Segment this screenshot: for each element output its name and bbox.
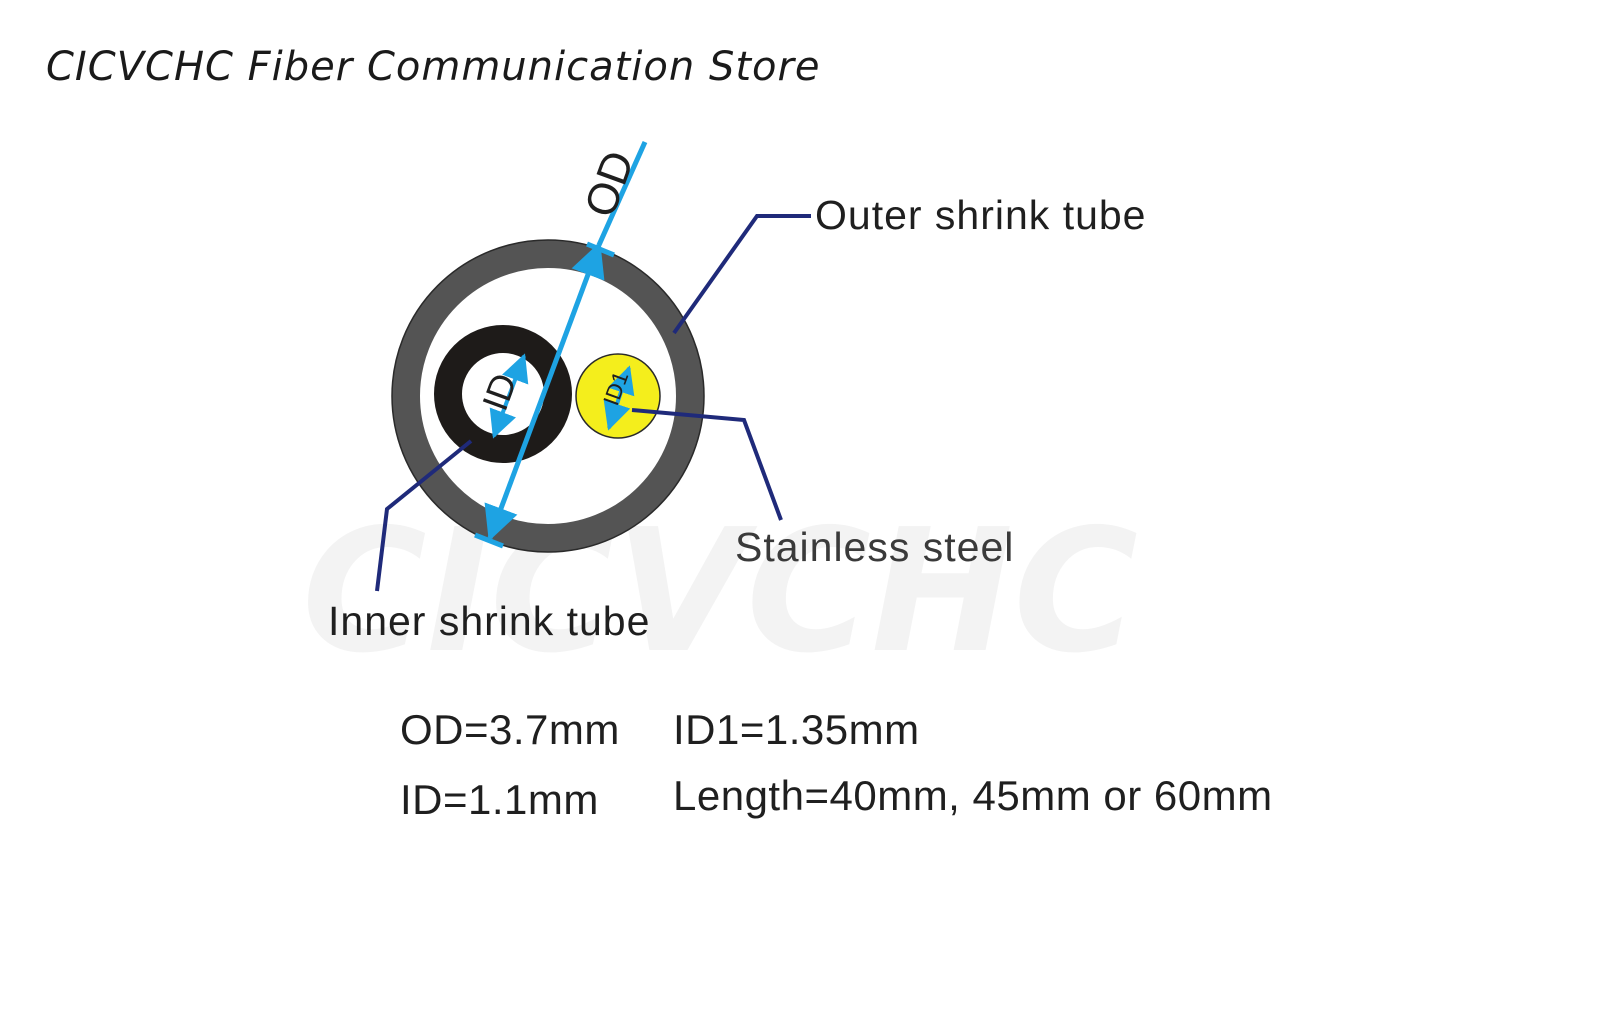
spec-od: OD=3.7mm	[400, 706, 620, 753]
od-dimension-arrow	[484, 241, 605, 542]
id-dimension-arrow	[489, 353, 529, 439]
leader-stainless-steel	[631, 408, 783, 521]
od-tick-top	[586, 241, 615, 258]
callout-inner-shrink-tube: Inner shrink tube	[328, 598, 651, 644]
watermark-text: CICVCHC	[302, 493, 1138, 691]
store-title: CICVCHC Fiber Communication Store	[46, 44, 821, 90]
callout-stainless-steel: Stainless steel	[735, 524, 1015, 570]
leader-inner-tube	[375, 439, 473, 592]
spec-length: Length=40mm, 45mm or 60mm	[673, 772, 1273, 819]
leader-outer-tube	[672, 214, 811, 335]
spec-id: ID=1.1mm	[400, 776, 599, 823]
callout-outer-shrink-tube: Outer shrink tube	[815, 192, 1147, 238]
od-label: OD	[575, 145, 644, 224]
od-extension-line	[596, 140, 648, 247]
spec-id1: ID1=1.35mm	[673, 706, 920, 753]
od-tick-bottom	[474, 532, 504, 549]
id1-dimension-arrow	[603, 365, 635, 431]
outer-tube-edge	[391, 239, 705, 553]
